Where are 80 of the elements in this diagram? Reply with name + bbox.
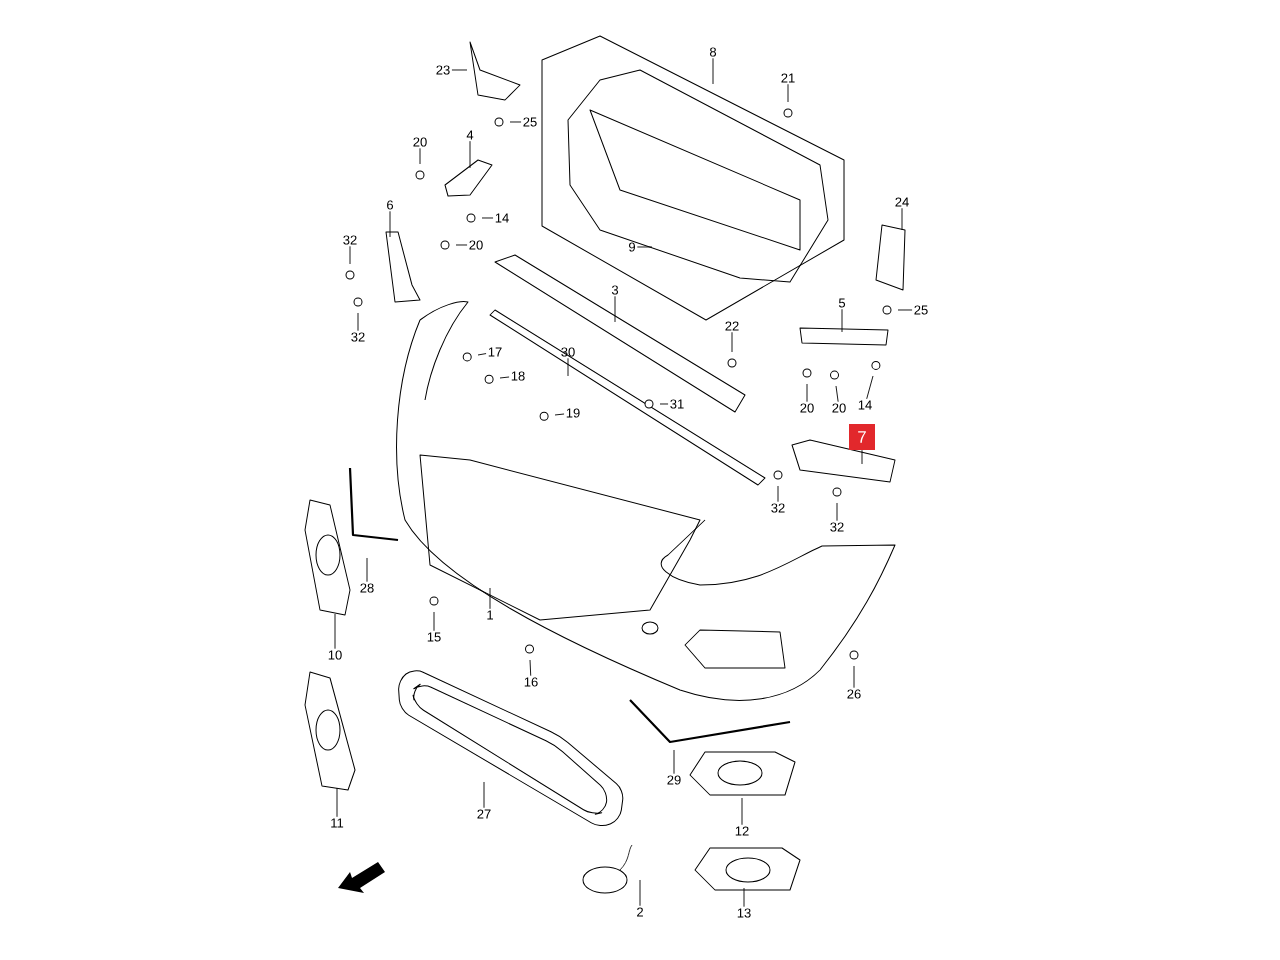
leader-line — [334, 613, 336, 650]
callout-number: 20 — [800, 403, 814, 413]
callout-number: 15 — [427, 632, 441, 642]
leader-line — [836, 502, 838, 522]
leader-line — [835, 385, 839, 403]
leader-line — [841, 308, 843, 333]
callout-number: 26 — [847, 689, 861, 699]
leader-line — [787, 83, 789, 103]
leader-line — [861, 449, 863, 465]
callout-number: 11 — [331, 818, 344, 828]
callout-number: 32 — [343, 235, 357, 245]
leader-line — [455, 244, 468, 246]
callout-number: 20 — [413, 137, 427, 147]
callout-number: 21 — [781, 73, 795, 83]
callout-number: 19 — [566, 408, 580, 418]
leader-line — [433, 611, 435, 632]
leader-line — [483, 781, 485, 809]
callout-number: 1 — [487, 610, 493, 620]
callout-number: 14 — [858, 400, 872, 410]
leader-line — [509, 121, 522, 123]
callout-number: 25 — [914, 305, 928, 315]
callout-number: 9 — [629, 242, 635, 252]
leader-line — [336, 787, 338, 818]
leader-line — [529, 659, 532, 677]
callout-number: 3 — [611, 285, 619, 295]
leader-line — [481, 217, 494, 219]
callout-number: 12 — [735, 826, 749, 836]
leader-line — [853, 665, 855, 689]
callout-number: 8 — [709, 47, 717, 57]
leader-line — [659, 403, 669, 405]
leader-line — [389, 210, 391, 238]
callout-number: 31 — [670, 399, 684, 409]
callout-number: 28 — [360, 583, 374, 593]
highlighted-callout-number: 7 — [849, 424, 875, 450]
callout-number: 23 — [436, 65, 450, 75]
callout-number: 2 — [637, 907, 643, 917]
callout-number: 32 — [351, 332, 365, 342]
callout-number: 20 — [832, 403, 846, 413]
leader-line — [489, 587, 491, 610]
leader-line — [639, 879, 641, 907]
leader-line — [469, 140, 471, 169]
callout-number: 4 — [466, 130, 474, 140]
callout-number: 14 — [495, 213, 509, 223]
callout-number: 6 — [387, 200, 394, 210]
callout-number: 25 — [523, 117, 537, 127]
callout-number: 32 — [771, 503, 785, 513]
leader-line — [366, 557, 368, 583]
callout-number: 16 — [524, 677, 538, 687]
leader-line — [866, 375, 874, 400]
leader-line — [349, 245, 351, 265]
callout-number: 27 — [477, 809, 491, 819]
callout-number: 24 — [895, 197, 909, 207]
callout-number: 32 — [830, 522, 844, 532]
leader-line — [806, 383, 808, 403]
leader-line — [419, 147, 421, 165]
leader-line — [567, 357, 569, 377]
callout-number: 5 — [838, 298, 846, 308]
leader-line — [451, 69, 468, 71]
leader-line — [499, 376, 510, 379]
callout-number: 18 — [511, 371, 525, 381]
callout-number: 20 — [469, 240, 483, 250]
leader-line — [614, 295, 616, 323]
leader-line — [777, 485, 779, 503]
leader-line — [673, 749, 675, 775]
leader-line — [897, 309, 913, 311]
callout-number: 30 — [561, 347, 575, 357]
leader-line — [712, 57, 714, 85]
leader-line — [901, 207, 903, 231]
callout-number: 13 — [737, 908, 751, 918]
leader-line — [743, 887, 745, 908]
leader-line — [731, 331, 733, 353]
leader-line — [357, 312, 359, 332]
callout-number: 22 — [725, 321, 739, 331]
callout-number: 29 — [667, 775, 681, 785]
callout-number: 10 — [328, 650, 342, 660]
callout-number: 17 — [488, 347, 502, 357]
leader-line — [636, 246, 653, 248]
leader-line — [477, 353, 487, 356]
leader-line — [554, 413, 565, 416]
leader-line — [741, 797, 743, 826]
